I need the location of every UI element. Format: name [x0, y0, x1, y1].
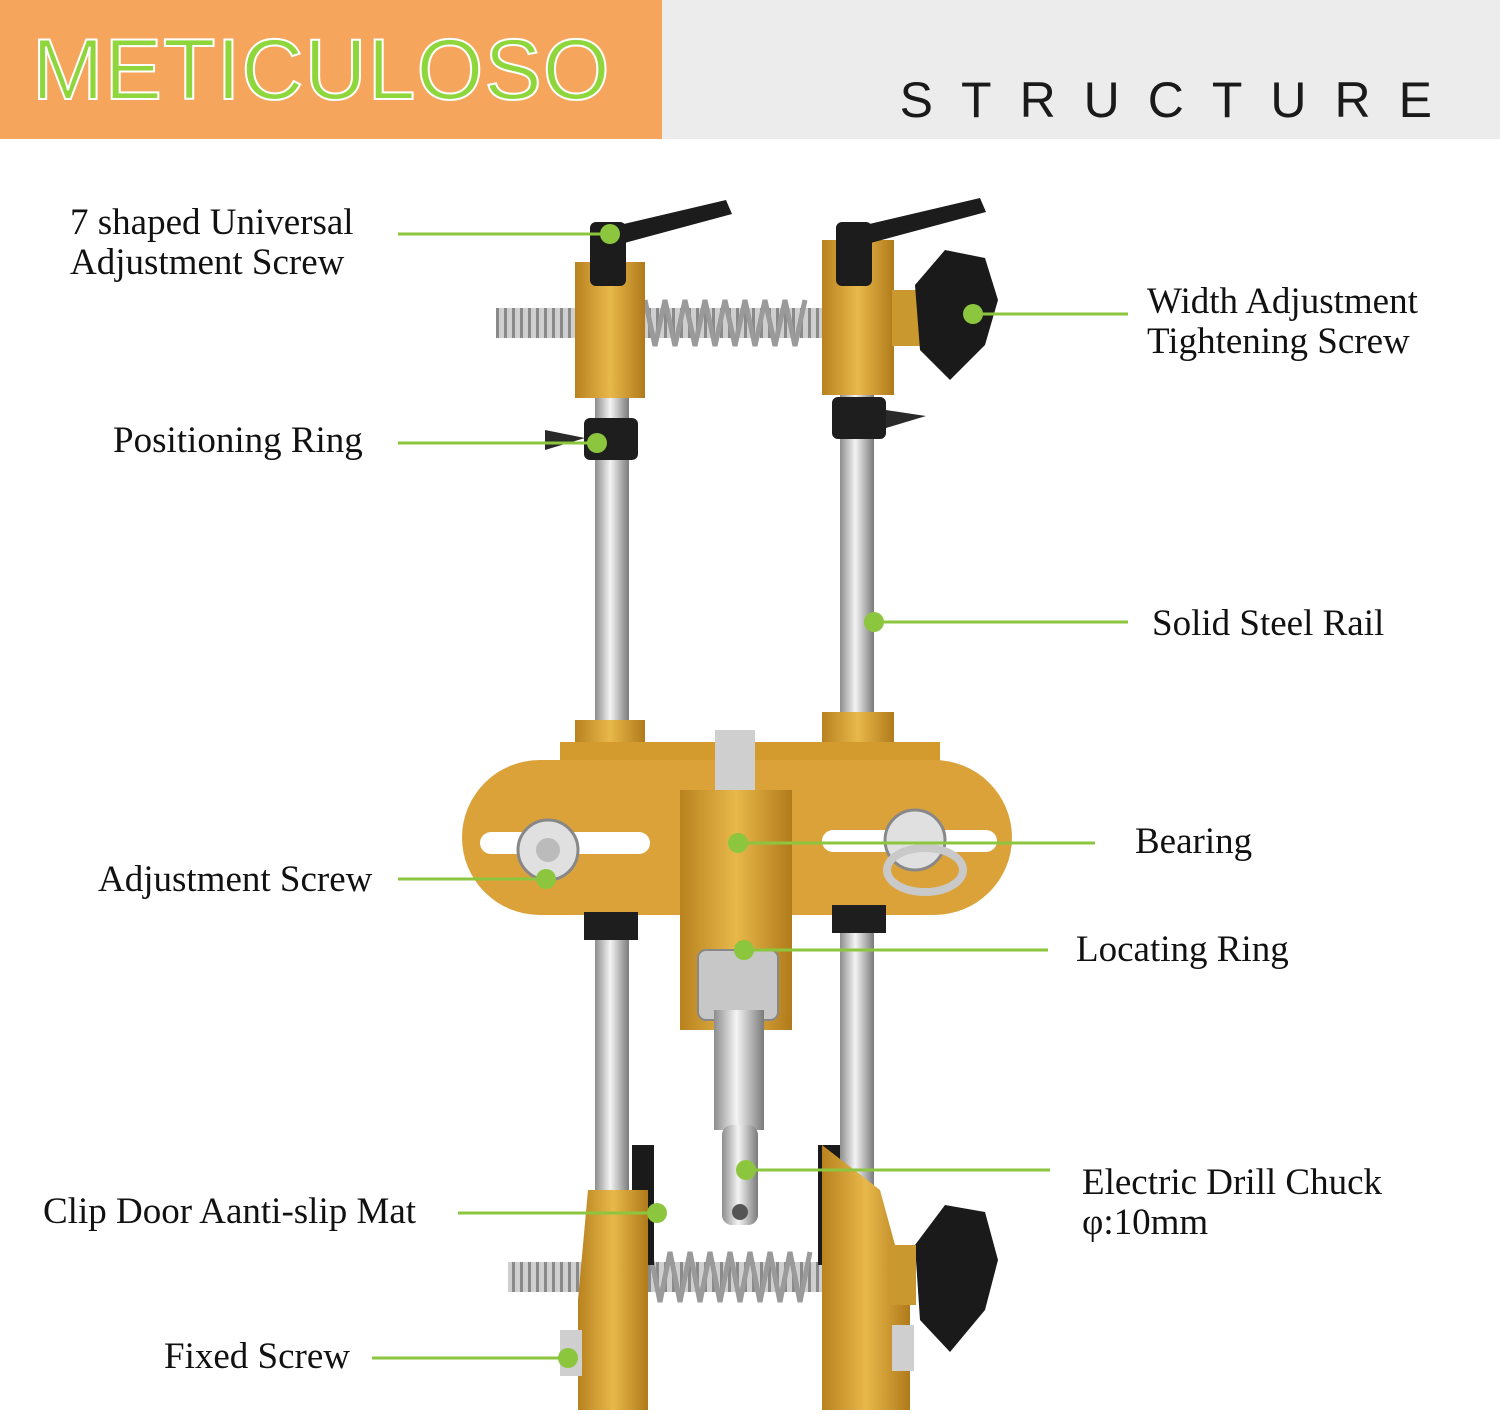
label-width-screw: Width Adjustment Tightening Screw: [1147, 281, 1418, 362]
label-anti-slip-mat: Clip Door Aanti-slip Mat: [43, 1191, 417, 1232]
wing-screw-icon: [516, 808, 967, 896]
top-threaded-rod: [496, 299, 836, 347]
drill-chuck-shaft: [697, 949, 779, 1225]
label-bearing: Bearing: [1135, 821, 1253, 862]
bottom-threaded-rod: [508, 1251, 838, 1303]
callout-lines: [372, 224, 1128, 1368]
knob-icon: [915, 250, 998, 1352]
label-locating-ring: Locating Ring: [1076, 929, 1289, 970]
brand-logo: METICULOSO: [31, 22, 611, 118]
lever-handle-icon: [590, 198, 986, 286]
label-positioning-ring: Positioning Ring: [113, 420, 363, 461]
bottom-clamps: [560, 1145, 916, 1410]
label-fixed-screw: Fixed Screw: [164, 1336, 350, 1377]
label-adjustment-screw: Adjustment Screw: [98, 859, 373, 900]
label-steel-rail: Solid Steel Rail: [1152, 603, 1385, 644]
middle-bar: [462, 712, 1012, 1030]
label-drill-chuck: Electric Drill Chuck φ:10mm: [1082, 1162, 1383, 1243]
label-universal-screw: 7 shaped Universal Adjustment Screw: [70, 202, 354, 283]
brand-logo-box: METICULOSO: [0, 0, 662, 139]
section-title: STRUCTURE: [899, 72, 1460, 128]
